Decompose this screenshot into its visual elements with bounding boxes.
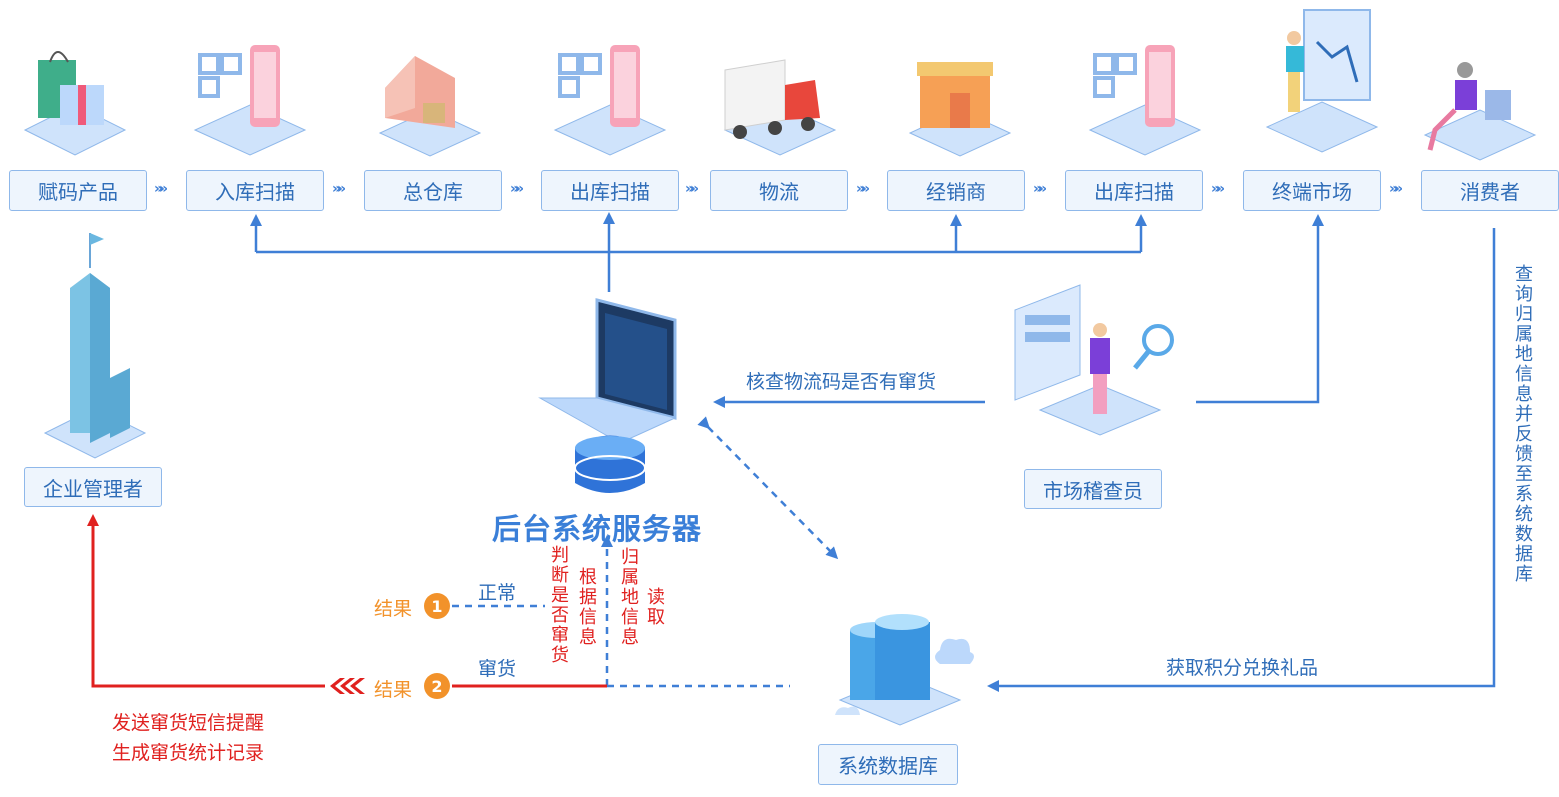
redeem-label: 获取积分兑换礼品 xyxy=(1166,657,1319,679)
qr-phone-icon xyxy=(193,45,307,156)
double-chevron-icon: »» xyxy=(510,181,524,197)
by-info-label: 根据信息 xyxy=(579,567,597,648)
step-label: 终端市场 xyxy=(1272,180,1352,204)
step-inbound-scan: 入库扫描 xyxy=(186,170,324,211)
diverted-label: 窜货 xyxy=(478,658,517,680)
step-coding-product: 赋码产品 xyxy=(9,170,147,211)
consumer-icon xyxy=(1423,62,1537,161)
shop-icon xyxy=(908,62,1012,157)
manager-box: 企业管理者 xyxy=(24,467,162,507)
step-label: 总仓库 xyxy=(403,180,463,204)
read-label: 读取 xyxy=(647,587,665,628)
step-label: 经销商 xyxy=(926,180,986,204)
consumer-query-label: 查询归属地信息并反馈至系统数据库 xyxy=(1515,264,1533,585)
step-label: 物流 xyxy=(759,180,799,204)
step-label: 赋码产品 xyxy=(38,180,118,204)
result-2-badge: 2 xyxy=(424,673,450,699)
step-label: 入库扫描 xyxy=(215,180,295,204)
truck-icon xyxy=(723,59,837,156)
qr-phone-icon-3 xyxy=(1088,45,1202,156)
inspector-box: 市场稽查员 xyxy=(1024,469,1162,509)
alert-record-label: 生成窜货统计记录 xyxy=(112,742,265,764)
market-board-icon xyxy=(1265,9,1379,153)
dashed-links xyxy=(452,416,839,688)
normal-label: 正常 xyxy=(478,582,517,604)
database-box: 系统数据库 xyxy=(818,744,958,785)
gift-bag-icon xyxy=(23,51,127,156)
step-terminal-market: 终端市场 xyxy=(1243,170,1381,211)
result-2-label: 结果 xyxy=(374,679,413,701)
attribution-label: 归属地信息 xyxy=(621,547,639,648)
step-label: 出库扫描 xyxy=(1094,180,1174,204)
qr-phone-icon-2 xyxy=(553,45,667,156)
double-chevron-icon: »» xyxy=(685,181,699,197)
step-consumer: 消费者 xyxy=(1421,170,1559,211)
warehouse-icon xyxy=(378,56,482,157)
double-chevron-icon: »» xyxy=(1033,181,1047,197)
red-chevrons xyxy=(330,678,365,694)
inspector-label: 市场稽查员 xyxy=(1043,478,1143,503)
step-outbound-scan-1: 出库扫描 xyxy=(541,170,679,211)
double-chevron-icon: »» xyxy=(332,181,346,197)
inspector-check-label: 核查物流码是否有窜货 xyxy=(746,371,937,393)
step-label: 消费者 xyxy=(1460,180,1520,204)
double-chevron-icon: »» xyxy=(856,181,870,197)
server-title: 后台系统服务器 xyxy=(492,512,703,546)
inspector-icon xyxy=(1014,284,1174,436)
step-label: 出库扫描 xyxy=(570,180,650,204)
laptop-server-icon xyxy=(538,298,677,493)
database-icon xyxy=(835,614,974,726)
step-logistics: 物流 xyxy=(710,170,848,211)
result-1-badge: 1 xyxy=(424,593,450,619)
step-outbound-scan-2: 出库扫描 xyxy=(1065,170,1203,211)
step-main-warehouse: 总仓库 xyxy=(364,170,502,211)
step-distributor: 经销商 xyxy=(887,170,1025,211)
server-feedback-lines xyxy=(250,212,1496,692)
database-label: 系统数据库 xyxy=(838,754,938,778)
alert-sms-label: 发送窜货短信提醒 xyxy=(112,712,265,734)
skyscraper-icon xyxy=(43,233,147,459)
double-chevron-icon: »» xyxy=(1211,181,1225,197)
double-chevron-icon: »» xyxy=(1389,181,1403,197)
result-1-label: 结果 xyxy=(374,598,413,620)
double-chevron-icon: »» xyxy=(154,181,168,197)
manager-label: 企业管理者 xyxy=(43,476,143,501)
alert-path xyxy=(87,514,607,688)
judge-label: 判断是否窜货 xyxy=(551,545,569,666)
